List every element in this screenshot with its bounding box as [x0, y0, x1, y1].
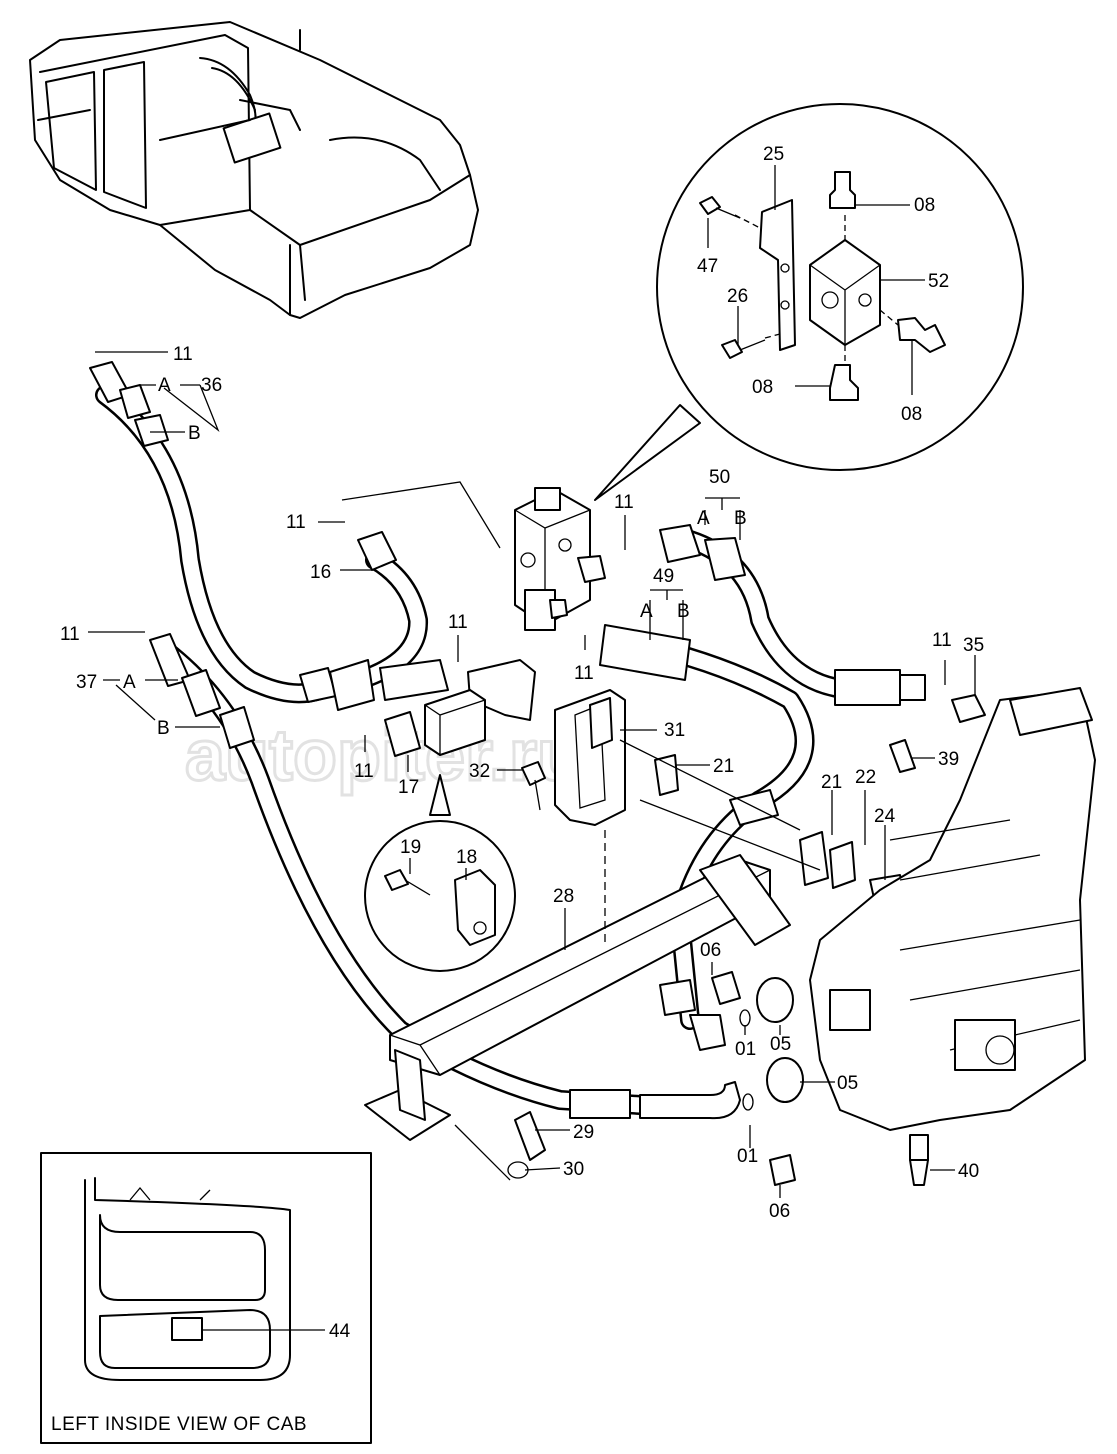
label-31: 31: [664, 720, 685, 741]
excavator-overview-sketch: [29, 21, 479, 319]
label-40: 40: [958, 1161, 979, 1182]
bracket-31: [554, 689, 679, 826]
label-26: 26: [727, 286, 748, 307]
label-37-b: B: [157, 718, 170, 739]
label-50-b: B: [734, 508, 747, 529]
label-28: 28: [553, 886, 574, 907]
label-36-a: A: [158, 375, 171, 396]
inset-caption: LEFT INSIDE VIEW OF CAB: [51, 1414, 307, 1435]
label-08: 08: [914, 195, 935, 216]
label-11: 11: [60, 624, 80, 645]
label-50: 50: [709, 467, 730, 488]
label-19: 19: [400, 837, 421, 858]
label-18: 18: [456, 847, 477, 868]
fittings-35-39: [889, 694, 986, 773]
label-17: 17: [398, 777, 419, 798]
flange-parts: [507, 971, 804, 1186]
label-05: 05: [770, 1034, 791, 1055]
label-11: 11: [614, 492, 634, 513]
label-44: 44: [329, 1321, 351, 1342]
bolt-32: [521, 761, 546, 811]
label-11: 11: [932, 630, 952, 651]
clamp-detail-callout: [364, 774, 516, 972]
hose-49: [599, 624, 815, 1051]
label-49-b: B: [677, 601, 690, 622]
label-11: 11: [574, 663, 594, 684]
crossbar-28: [364, 830, 791, 1141]
control-valve-body: [809, 687, 1096, 1186]
hose-36: [89, 361, 337, 704]
label-24: 24: [874, 806, 896, 827]
label-16: 16: [310, 562, 331, 583]
cab-inset: LEFT INSIDE VIEW OF CAB: [40, 1152, 372, 1444]
valve-detail-callout: [594, 103, 1024, 501]
assembly-dash-lines: [341, 481, 821, 1181]
label-11: 11: [173, 344, 193, 365]
label-32: 32: [469, 761, 490, 782]
hose-37: [149, 633, 741, 1120]
label-37: 37: [76, 672, 97, 693]
shutoff-valve-assembly: [514, 487, 606, 631]
label-08: 08: [901, 404, 922, 425]
label-37-a: A: [123, 672, 136, 693]
label-05: 05: [837, 1073, 858, 1094]
label-49: 49: [653, 566, 674, 587]
label-11: 11: [448, 612, 468, 633]
label-06: 06: [769, 1201, 790, 1222]
label-36: 36: [201, 375, 222, 396]
label-25: 25: [763, 144, 784, 165]
clamp-17: [424, 689, 486, 756]
label-36-b: B: [188, 423, 201, 444]
leader-lines: [88, 165, 976, 1331]
label-30: 30: [563, 1159, 584, 1180]
label-11: 11: [286, 512, 306, 533]
label-21: 21: [821, 772, 842, 793]
label-21: 21: [713, 756, 734, 777]
label-08: 08: [752, 377, 773, 398]
label-06: 06: [700, 940, 721, 961]
label-01: 01: [735, 1039, 756, 1060]
label-22: 22: [855, 767, 876, 788]
hose-50: [659, 524, 926, 706]
label-39: 39: [938, 749, 959, 770]
label-52: 52: [928, 271, 949, 292]
label-29: 29: [573, 1122, 594, 1143]
label-47: 47: [697, 256, 718, 277]
label-50-a: A: [697, 508, 710, 529]
label-35: 35: [963, 635, 984, 656]
label-11: 11: [354, 761, 374, 782]
label-01: 01: [737, 1146, 758, 1167]
part-labels: 11 36 A B 25 08 47 52 26 08 08 11 16 11 …: [60, 144, 984, 1342]
label-49-a: A: [640, 601, 653, 622]
